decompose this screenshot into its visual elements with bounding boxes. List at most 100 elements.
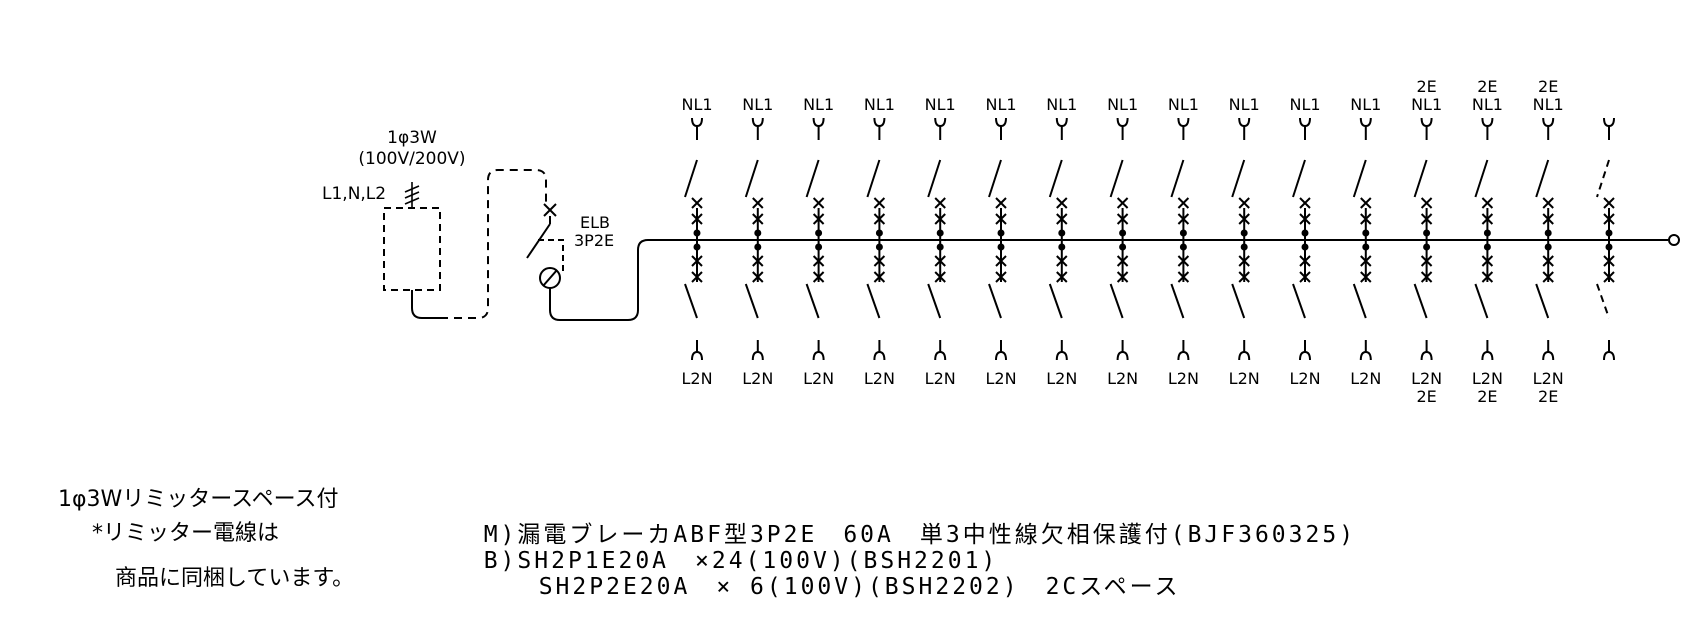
top-circuit-label: NL1 (1350, 95, 1381, 114)
bottom-contact-cross (873, 255, 886, 267)
note-bundled: 商品に同梱しています。 (115, 566, 355, 591)
top-contact-cross (1238, 197, 1250, 209)
bottom-contact-cross (1177, 255, 1190, 267)
bottom-terminal-mark (995, 350, 1007, 361)
bottom-circuit-label: L2N (1229, 369, 1260, 388)
top-switch-blade (744, 159, 759, 198)
top-circuit-label: NL1 (803, 95, 834, 114)
bottom-switch-blade (988, 283, 1002, 319)
spec-branch-1e: B)SH2P1E20A ×24(100V)(BSH2201) (450, 522, 998, 574)
bottom-switch-blade (1231, 283, 1246, 319)
bottom-circuit-label: L2N (681, 369, 712, 388)
bottom-circuit-label: L2N (1107, 369, 1138, 388)
bottom-terminal-mark (751, 350, 764, 361)
top-switch-blade (866, 159, 881, 198)
top-contact-cross (1299, 197, 1311, 209)
top-circuit-label: 2E (1416, 77, 1436, 96)
bottom-contact-cross (1481, 255, 1494, 267)
bottom-contact-cross (1420, 255, 1433, 267)
top-terminal-mark (1481, 117, 1494, 128)
bottom-contact-cross (995, 255, 1007, 267)
bottom-circuit-label: L2N (1533, 369, 1564, 388)
bottom-circuit-label: L2N (803, 369, 834, 388)
busbar-terminal (1668, 234, 1680, 246)
bottom-circuit-label: L2N (985, 369, 1016, 388)
bottom-circuit-label: L2N (925, 369, 956, 388)
spec-text: SH2P2E20A × 6(100V)(BSH2202) 2Cスペース (538, 574, 1181, 600)
top-contact-cross (1116, 213, 1129, 225)
top-bus-dot (815, 229, 823, 237)
top-switch-blade (1596, 159, 1610, 198)
bottom-circuit-label: L2N (1472, 369, 1503, 388)
bottom-contact-cross (1420, 271, 1433, 283)
top-contact-cross (1056, 197, 1068, 209)
top-circuit-label: NL1 (742, 95, 773, 114)
spec-main-breaker: M)漏電ブレーカABF型3P2E 60A 単3中性線欠相保護付(BJF36032… (450, 496, 1356, 548)
bottom-terminal-mark (1603, 350, 1615, 361)
top-contact-cross (1299, 213, 1311, 225)
top-circuit-label: NL1 (864, 95, 895, 114)
source-phase-label: 1φ3W (387, 128, 437, 148)
bottom-switch-blade (1352, 283, 1367, 319)
top-bus-dot (1058, 229, 1066, 237)
bottom-terminal-mark (1359, 350, 1372, 361)
top-contact-cross (812, 213, 825, 225)
top-contact-cross (1360, 213, 1372, 225)
top-switch-blade (1413, 159, 1428, 198)
bottom-terminal-mark (1177, 350, 1190, 361)
top-contact-cross (752, 197, 764, 209)
spec-branch-2e: SH2P2E20A × 6(100V)(BSH2202) 2Cスペース (505, 548, 1181, 600)
top-switch-blade (1535, 159, 1550, 198)
top-terminal-mark (934, 117, 947, 128)
top-switch-blade (1292, 159, 1306, 198)
top-circuit-label: NL1 (1168, 95, 1199, 114)
top-contact-cross (1420, 197, 1433, 209)
top-contact-cross (1481, 197, 1494, 209)
top-circuit-label: NL1 (1107, 95, 1138, 114)
top-switch-blade (927, 159, 942, 198)
bottom-circuit-label: 2E (1416, 387, 1436, 406)
top-terminal-mark (995, 117, 1007, 128)
bottom-contact-cross (995, 271, 1007, 283)
top-terminal-mark (1055, 117, 1068, 128)
top-switch-blade (805, 159, 820, 198)
bottom-contact-cross (1116, 255, 1129, 267)
top-circuit-label: NL1 (925, 95, 956, 114)
bottom-switch-blade (866, 283, 881, 319)
branch-breakers: NL1L2NNL1L2NNL1L2NNL1L2NNL1L2NNL1L2NNL1L… (681, 77, 1615, 406)
spec-tag: B) (483, 548, 518, 574)
bottom-terminal-mark (1238, 350, 1251, 361)
top-contact-cross (873, 213, 886, 225)
bottom-switch-blade (1535, 283, 1550, 319)
bottom-contact-cross (934, 271, 946, 283)
top-bus-dot (936, 229, 944, 237)
bottom-contact-cross (1360, 271, 1372, 283)
bottom-circuit-label: L2N (742, 369, 773, 388)
top-terminal-mark (873, 117, 886, 128)
limiter-wire (411, 169, 547, 319)
top-circuit-label: NL1 (1411, 95, 1442, 114)
top-switch-blade (1474, 159, 1489, 198)
bottom-contact-cross (1542, 271, 1554, 283)
top-switch-blade (1231, 159, 1246, 198)
top-contact-cross (691, 213, 703, 225)
main-breaker-poles: 3P2E (574, 231, 614, 250)
bottom-contact-cross (1238, 271, 1250, 283)
top-terminal-mark (1299, 117, 1311, 128)
bottom-switch-blade (805, 283, 820, 319)
top-bus-dot (1301, 229, 1309, 237)
top-contact-cross (1542, 197, 1554, 209)
bottom-terminal-mark (1116, 350, 1129, 361)
bottom-contact-cross (1360, 255, 1372, 267)
top-contact-cross (995, 213, 1007, 225)
top-contact-cross (934, 197, 946, 209)
top-contact-cross (1603, 213, 1615, 225)
top-bus-dot (693, 229, 701, 237)
top-circuit-label: 2E (1538, 77, 1558, 96)
